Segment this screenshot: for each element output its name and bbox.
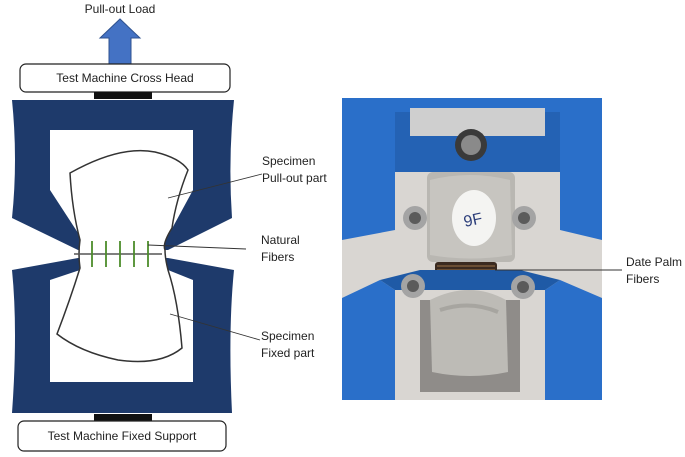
fixed-callout-line <box>169 313 261 341</box>
specimen-outline <box>56 149 189 363</box>
bottom-connector <box>94 414 152 421</box>
fibers-callout-line <box>147 244 247 250</box>
fixed-support-box <box>17 420 227 452</box>
pullout-callout-line <box>167 173 263 199</box>
top-connector <box>94 92 152 99</box>
fixed-part-label: Specimen Fixed part <box>261 329 318 360</box>
sample-marking: 9F <box>462 210 484 231</box>
up-arrow-icon <box>98 18 142 65</box>
natural-fibers <box>74 241 162 267</box>
fixed-support-label: Test Machine Fixed Support <box>48 429 197 443</box>
pullout-part-label: Specimen Pull-out part <box>262 154 327 185</box>
pullout-load-label: Pull-out Load <box>85 2 156 16</box>
upper-grip <box>12 100 234 250</box>
lower-grip <box>12 258 234 413</box>
natural-fibers-label: Natural Fibers <box>261 233 303 264</box>
date-palm-fibers-label: Date Palm Fibers <box>626 255 685 286</box>
specimen-photo: 9F <box>342 98 602 400</box>
cross-head-label: Test Machine Cross Head <box>56 71 193 85</box>
